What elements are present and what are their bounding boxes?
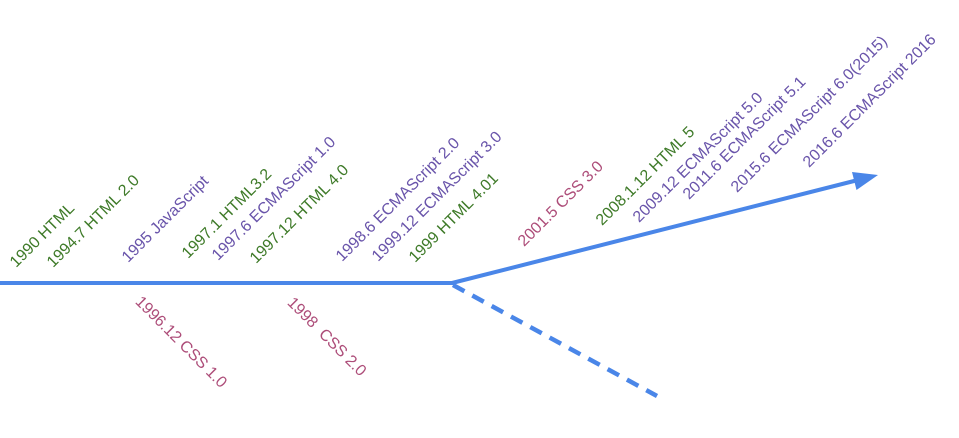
future-branch-line bbox=[451, 178, 859, 285]
timeline-event-label: 1996.12 CSS 1.0 bbox=[131, 293, 230, 392]
future-branch-arrowhead-icon bbox=[852, 172, 878, 190]
dashed-branch-line bbox=[451, 283, 659, 398]
timeline-event-label: 2001.5 CSS 3.0 bbox=[514, 158, 607, 250]
timeline-event-label: 1998 CSS 2.0 bbox=[283, 294, 370, 380]
